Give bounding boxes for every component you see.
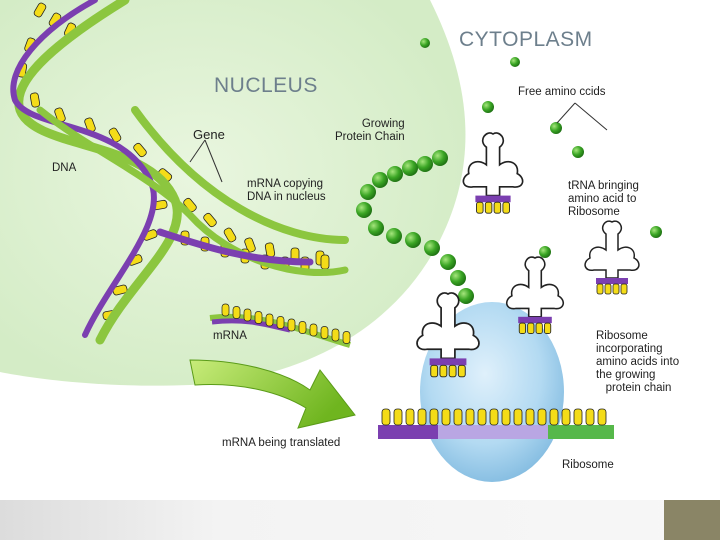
mrna-base: [276, 316, 285, 329]
mrna-base: [441, 408, 451, 426]
mrna-base: [513, 408, 523, 426]
dna-strand-purple: [10, 0, 157, 338]
dna-base: [203, 212, 217, 228]
dna-base: [112, 284, 128, 296]
dna-base: [108, 127, 122, 143]
mrna-base: [381, 408, 391, 426]
mrna-base: [465, 408, 475, 426]
mrna-base: [417, 408, 427, 426]
dna-base: [223, 227, 237, 243]
mrna-base: [232, 306, 241, 319]
amino-acid-bead: [458, 288, 474, 304]
amino-acid-bead: [387, 166, 403, 182]
mrna-base: [429, 408, 439, 426]
mrna-translated-strand: [221, 303, 614, 439]
amino-acid-bead: [368, 220, 384, 236]
ribosome-label: Ribosome: [562, 459, 614, 471]
growing-protein-chain-label: Growing Protein Chain: [335, 118, 405, 143]
amino-acid-bead: [539, 246, 551, 258]
mrna-base: [342, 331, 351, 344]
amino-acid-bead: [372, 172, 388, 188]
mrna-copying-label: mRNA copying DNA in nucleus: [247, 178, 326, 203]
mrna-base: [331, 328, 340, 342]
mrna-base: [549, 408, 559, 426]
dna-strand-green-3: [36, 106, 349, 276]
slide-footer-accent: [664, 500, 720, 540]
amino-acid-bead: [386, 228, 402, 244]
mrna-base: [537, 408, 547, 426]
free-amino-acids-label: Free amino ccids: [518, 86, 606, 98]
dna-base: [133, 142, 147, 158]
mrna-base: [501, 408, 511, 426]
mrna-base: [597, 408, 607, 426]
dna-strand-green-2: [131, 106, 349, 244]
mrna-base: [405, 408, 415, 426]
amino-acid-beads: [356, 38, 662, 304]
mrna-base: [453, 408, 463, 426]
mrna-base: [393, 408, 403, 426]
dna-base: [33, 2, 47, 18]
trna-molecules: [416, 132, 640, 378]
pointer-lines: [189, 102, 608, 183]
amino-acid-bead: [482, 101, 494, 113]
gene-label: Gene: [193, 127, 225, 142]
nucleus-region: [0, 0, 466, 386]
amino-acid-bead: [572, 146, 584, 158]
amino-acid-bead: [650, 226, 662, 238]
mrna-base: [525, 408, 535, 426]
trna-label: tRNA bringing amino acid to Ribosome: [568, 180, 639, 218]
mrna-base: [298, 321, 307, 334]
nucleus-label: NUCLEUS: [214, 74, 318, 97]
mrna-base: [265, 313, 274, 327]
mrna-base: [561, 408, 571, 426]
mrna-being-translated-label: mRNA being translated: [222, 437, 341, 449]
mrna-base: [287, 318, 296, 332]
mrna-base: [320, 326, 329, 339]
trna-molecule: [505, 256, 565, 335]
mrna-label: mRNA: [213, 330, 247, 342]
ribosome-incorporating-label: Ribosome incorporating amino acids into …: [596, 330, 680, 394]
amino-acid-bead: [440, 254, 456, 270]
dna-base: [320, 254, 330, 270]
mrna-copy-strand: [156, 228, 314, 266]
mrna-base: [573, 408, 583, 426]
amino-acid-bead: [450, 270, 466, 286]
mrna-base: [309, 323, 318, 337]
mrna-base: [221, 303, 230, 317]
mrna-base: [243, 308, 252, 322]
mrna-base: [254, 311, 263, 324]
mrna-base: [489, 408, 499, 426]
amino-acid-bead: [405, 232, 421, 248]
amino-acid-bead: [424, 240, 440, 256]
trna-molecule: [416, 292, 480, 378]
amino-acid-bead: [510, 57, 520, 67]
amino-acid-bead: [432, 150, 448, 166]
dna-label: DNA: [52, 162, 77, 174]
amino-acid-bead: [417, 156, 433, 172]
mrna-base: [477, 408, 487, 426]
amino-acid-bead: [360, 184, 376, 200]
trna-molecule: [462, 132, 524, 214]
mrna-base: [585, 408, 595, 426]
slide-footer-band: [0, 500, 720, 540]
dna-base: [29, 92, 41, 108]
cytoplasm-label: CYTOPLASM: [459, 28, 593, 51]
amino-acid-bead: [356, 202, 372, 218]
dna-base: [244, 237, 256, 253]
trna-molecule: [584, 220, 640, 295]
amino-acid-bead: [550, 122, 562, 134]
amino-acid-bead: [402, 160, 418, 176]
translation-arrow: [189, 359, 356, 429]
amino-acid-bead: [420, 38, 430, 48]
